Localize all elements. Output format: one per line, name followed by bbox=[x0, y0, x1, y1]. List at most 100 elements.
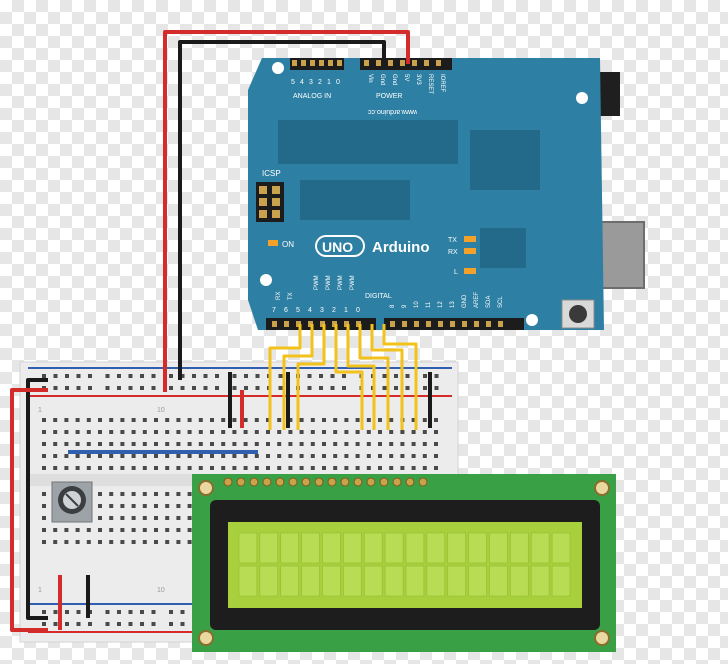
breadboard-hole bbox=[221, 430, 226, 434]
breadboard-hole bbox=[42, 528, 46, 532]
breadboard-hole bbox=[169, 374, 173, 378]
breadboard-hole bbox=[277, 442, 282, 446]
breadboard-hole bbox=[165, 466, 170, 470]
breadboard-hole bbox=[187, 540, 192, 544]
breadboard-hole bbox=[378, 418, 382, 422]
breadboard-hole bbox=[176, 466, 181, 470]
breadboard-hole bbox=[389, 418, 394, 422]
breadboard-hole bbox=[232, 418, 237, 422]
breadboard-hole bbox=[355, 454, 360, 458]
power-pin-label: Gnd bbox=[379, 74, 385, 85]
breadboard-hole bbox=[277, 454, 282, 458]
breadboard-hole bbox=[105, 622, 110, 626]
breadboard-hole bbox=[411, 442, 416, 446]
breadboard-hole bbox=[142, 430, 147, 434]
breadboard-hole bbox=[400, 430, 405, 434]
breadboard-hole bbox=[53, 528, 58, 532]
lcd-character-cell bbox=[405, 532, 425, 564]
breadboard-hole bbox=[131, 528, 136, 532]
breadboard-hole bbox=[333, 442, 338, 446]
model-label: UNO bbox=[322, 239, 353, 255]
breadboard-hole bbox=[221, 454, 226, 458]
digital-pin-label: 12 bbox=[438, 301, 444, 308]
breadboard-hole bbox=[288, 418, 293, 422]
power-pin-label: 5V bbox=[403, 74, 409, 81]
breadboard-hole bbox=[42, 504, 46, 508]
breadboard-hole bbox=[154, 528, 158, 532]
breadboard-hole bbox=[176, 492, 181, 496]
uno-badge bbox=[315, 235, 365, 257]
breadboard-hole bbox=[215, 374, 219, 378]
breadboard-hole bbox=[151, 622, 156, 626]
header-pin bbox=[474, 321, 479, 327]
lcd-character-cell bbox=[259, 532, 279, 564]
breadboard-hole bbox=[165, 430, 170, 434]
lcd-mount-hole bbox=[198, 480, 214, 496]
power-pin-label: 3V3 bbox=[415, 74, 421, 85]
header-pin bbox=[450, 321, 455, 327]
tx-label: TX bbox=[448, 237, 457, 244]
header-pin bbox=[400, 60, 405, 66]
breadboard-hole bbox=[322, 418, 326, 422]
breadboard-hole bbox=[255, 374, 260, 378]
lcd-character-cell bbox=[510, 532, 529, 564]
breadboard-hole bbox=[86, 454, 91, 458]
breadboard-hole bbox=[210, 442, 214, 446]
breadboard-hole bbox=[140, 622, 144, 626]
header-pin bbox=[390, 321, 395, 327]
breadboard-hole bbox=[109, 492, 114, 496]
lcd-character-cell bbox=[301, 565, 320, 597]
breadboard-hole bbox=[434, 430, 438, 434]
breadboard-hole bbox=[109, 516, 114, 520]
brand-label: Arduino bbox=[372, 239, 430, 256]
digital-pin-label: SCL bbox=[498, 296, 504, 308]
breadboard-hole bbox=[64, 418, 69, 422]
breadboard-hole bbox=[299, 418, 304, 422]
header-pin bbox=[319, 60, 324, 66]
breadboard-hole bbox=[198, 442, 203, 446]
breadboard-hole bbox=[53, 466, 58, 470]
header-pin bbox=[272, 321, 277, 327]
pwm-label: PWM bbox=[338, 275, 344, 290]
breadboard-hole bbox=[120, 492, 125, 496]
breadboard-hole bbox=[319, 374, 323, 378]
serial-pin-label: TX bbox=[288, 292, 294, 300]
breadboard-hole bbox=[169, 386, 173, 390]
digital-pin-label: 2 bbox=[332, 307, 336, 314]
breadboard-hole bbox=[288, 442, 293, 446]
breadboard-hole bbox=[333, 466, 338, 470]
analog-pin-label: 2 bbox=[318, 79, 322, 86]
breadboard-hole bbox=[405, 386, 410, 390]
breadboard-hole bbox=[310, 454, 315, 458]
pwm-label: PWM bbox=[350, 275, 356, 290]
analog-pin-label: 5 bbox=[291, 79, 295, 86]
lcd-pin bbox=[275, 477, 285, 487]
breadboard-hole bbox=[53, 418, 58, 422]
breadboard-hole bbox=[117, 386, 121, 390]
breadboard-hole bbox=[319, 386, 323, 390]
potentiometer bbox=[51, 481, 93, 523]
breadboard-hole bbox=[333, 454, 338, 458]
breadboard-hole bbox=[187, 528, 192, 532]
breadboard-hole bbox=[411, 466, 416, 470]
breadboard-hole bbox=[210, 418, 214, 422]
mounting-hole bbox=[260, 274, 272, 286]
analog-in-label: ANALOG IN bbox=[293, 93, 331, 100]
breadboard-hole bbox=[210, 454, 214, 458]
power-pin-label: Vin bbox=[367, 74, 373, 83]
breadboard-hole bbox=[142, 418, 147, 422]
mounting-hole bbox=[576, 92, 588, 104]
lcd-pin bbox=[405, 477, 415, 487]
breadboard-hole bbox=[277, 418, 282, 422]
digital-pin-label: SDA bbox=[486, 296, 492, 308]
breadboard-hole bbox=[154, 418, 158, 422]
breadboard-hole bbox=[355, 430, 360, 434]
breadboard-hole bbox=[366, 454, 371, 458]
breadboard-hole bbox=[131, 430, 136, 434]
breadboard-hole bbox=[154, 466, 158, 470]
breadboard-hole bbox=[53, 610, 58, 614]
breadboard-hole bbox=[109, 466, 114, 470]
breadboard-hole bbox=[180, 374, 185, 378]
